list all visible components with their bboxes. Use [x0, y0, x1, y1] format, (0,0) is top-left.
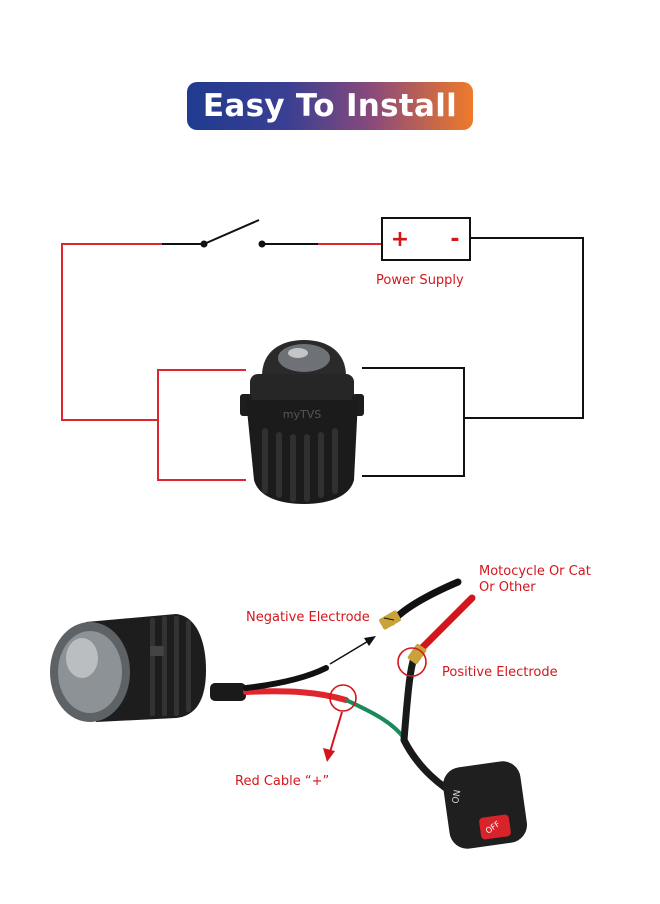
vehicle-label: Motocycle Or Cat Or Other	[479, 564, 591, 595]
red-wire-inner-left	[157, 369, 246, 481]
switch-symbol	[162, 219, 318, 248]
projector-lamp-illustration: myTVS	[240, 340, 364, 504]
switch-lead	[345, 698, 406, 740]
red-cable-arrow	[323, 711, 343, 762]
negative-arrow	[329, 636, 376, 665]
page-title: Easy To Install	[202, 88, 458, 124]
black-cable	[243, 665, 329, 691]
negative-label-leader	[383, 617, 395, 621]
switch-on-text: ON	[451, 789, 463, 804]
cable-sleeve	[210, 683, 246, 701]
black-wire-inner-right	[362, 367, 465, 477]
plus-sign: +	[391, 227, 409, 252]
black-wire-right	[465, 237, 584, 419]
power-supply-label: Power Supply	[376, 273, 464, 288]
lamp-brand-text: myTVS	[283, 408, 321, 421]
power-supply-box	[381, 217, 471, 261]
red-cable	[243, 688, 349, 703]
minus-sign: -	[450, 227, 459, 252]
positive-electrode-label: Positive Electrode	[442, 665, 558, 680]
vehicle-red-wire	[416, 594, 476, 654]
positive-connector	[407, 643, 427, 665]
red-cable-callout-circle	[329, 684, 357, 712]
red-wire-left	[61, 243, 162, 421]
vehicle-black-wire	[388, 578, 462, 626]
side-lamp-illustration	[50, 614, 206, 722]
negative-electrode-label: Negative Electrode	[246, 610, 370, 625]
red-cable-label: Red Cable “+”	[235, 774, 330, 789]
positive-callout-circle	[397, 647, 427, 677]
title-badge: Easy To Install	[187, 82, 473, 130]
negative-connector	[379, 610, 401, 630]
handlebar-switch-illustration: ON OFF	[443, 761, 527, 849]
